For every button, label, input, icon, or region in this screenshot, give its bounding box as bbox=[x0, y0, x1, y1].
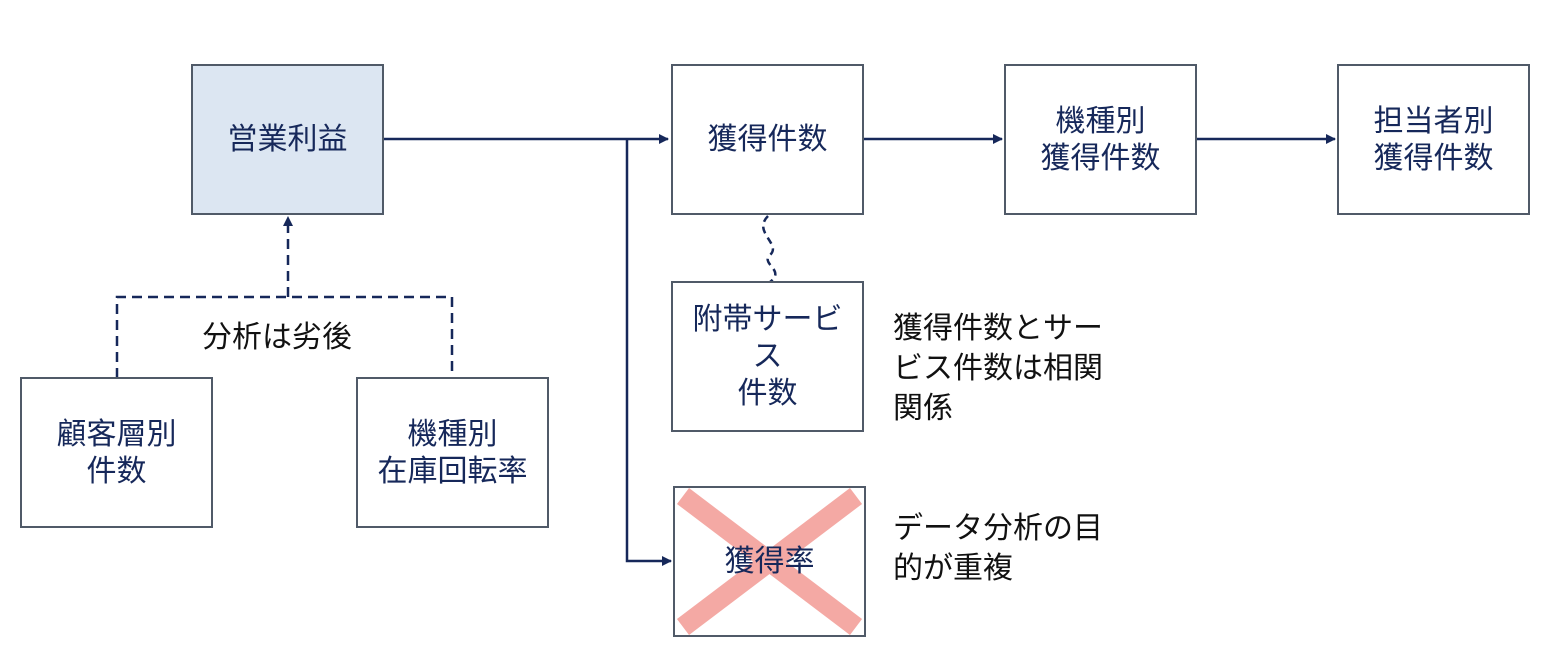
node-inventory-turnover-by-model: 機種別 在庫回転率 bbox=[356, 377, 549, 528]
node-acquisitions-by-staff: 担当者別 獲得件数 bbox=[1337, 64, 1530, 215]
dashed-bracket bbox=[115, 295, 454, 378]
node-acquisitions-by-model: 機種別 獲得件数 bbox=[1004, 64, 1197, 215]
node-acquisitions: 獲得件数 bbox=[671, 64, 864, 215]
node-inventory-turnover-by-model-label: 機種別 在庫回転率 bbox=[377, 416, 528, 489]
node-acquisition-rate: 獲得率 bbox=[673, 486, 866, 637]
node-operating-profit-label: 営業利益 bbox=[227, 122, 348, 157]
node-operating-profit: 営業利益 bbox=[191, 64, 384, 215]
arrow-branch-to-acquisition-rate bbox=[625, 139, 672, 566]
node-add-on-service-label: 附帯サービ ス 件数 bbox=[692, 302, 843, 411]
correlation-squiggle bbox=[761, 215, 777, 283]
duplicate-purpose-note: データ分析の目 的が重複 bbox=[893, 511, 1103, 586]
node-by-customer-tier: 顧客層別 件数 bbox=[20, 377, 213, 528]
node-acquisitions-by-model-label: 機種別 獲得件数 bbox=[1040, 103, 1161, 176]
cross-out-icon bbox=[676, 488, 863, 635]
node-add-on-service: 附帯サービ ス 件数 bbox=[671, 281, 864, 432]
correlation-note: 獲得件数とサー ビス件数は相関 関係 bbox=[893, 311, 1103, 426]
node-acquisitions-by-staff-label: 担当者別 獲得件数 bbox=[1373, 103, 1494, 176]
lower-priority-label: 分析は劣後 bbox=[202, 320, 352, 355]
node-acquisition-rate-label: 獲得率 bbox=[724, 544, 815, 579]
node-acquisitions-label: 獲得件数 bbox=[707, 122, 828, 157]
node-by-customer-tier-label: 顧客層別 件数 bbox=[56, 416, 177, 489]
